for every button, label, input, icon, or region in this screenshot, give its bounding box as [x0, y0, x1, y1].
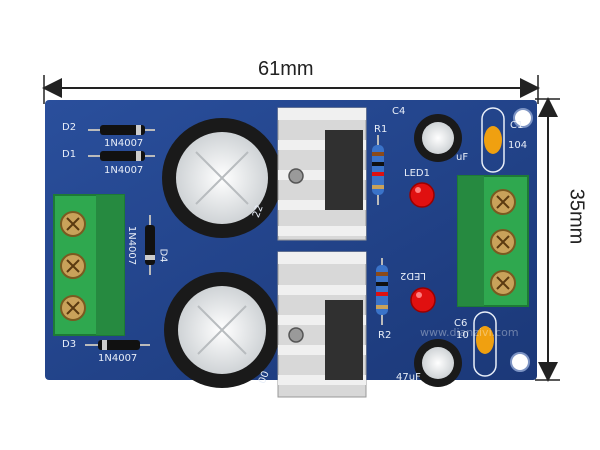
label-d1-part: 1N4007 [104, 165, 144, 176]
label-d3: D3 [62, 339, 77, 350]
label-d1: D1 [62, 149, 77, 160]
small-capacitor-c4 [414, 114, 462, 162]
diode-d2 [88, 125, 155, 135]
label-c4: C4 [392, 106, 406, 117]
large-capacitor-bottom [164, 272, 280, 388]
label-led1: LED1 [404, 168, 430, 179]
resistor-r2 [376, 258, 388, 325]
left-terminal-block [53, 194, 125, 336]
label-small-cap-top-value: uF [456, 152, 469, 163]
width-dimension-label: 61mm [258, 58, 314, 80]
led2 [410, 287, 436, 313]
right-terminal-block [457, 175, 529, 307]
label-led2: LED2 [400, 270, 426, 281]
watermark: www.dianzivi.com [420, 326, 519, 339]
small-capacitor-bottom [414, 339, 462, 387]
diode-d1 [88, 151, 155, 161]
label-d4: D4 [157, 248, 169, 263]
heatsink-top [277, 107, 367, 241]
label-c1-value: 104 [508, 140, 528, 151]
diode-d3 [85, 340, 150, 350]
label-c1: C1 [510, 120, 524, 131]
diode-d4 [145, 215, 155, 275]
label-d4-part: 1N4007 [126, 225, 138, 266]
led1 [409, 182, 435, 208]
label-d3-part: 1N4007 [98, 353, 138, 364]
label-d2-part: 1N4007 [104, 138, 144, 149]
label-c6: C6 [454, 318, 468, 329]
large-capacitor-top [162, 118, 282, 238]
label-r2: R2 [378, 330, 392, 341]
ceramic-capacitor-c1 [481, 107, 505, 173]
label-d2: D2 [62, 122, 77, 133]
label-r1: R1 [374, 124, 388, 135]
heatsink-bottom [277, 251, 367, 398]
ceramic-capacitor-c6 [473, 311, 497, 377]
label-c6-value: 10 [456, 330, 469, 341]
resistor-r1 [372, 135, 384, 205]
label-small-cap-bottom-value: 47uF [396, 372, 421, 383]
